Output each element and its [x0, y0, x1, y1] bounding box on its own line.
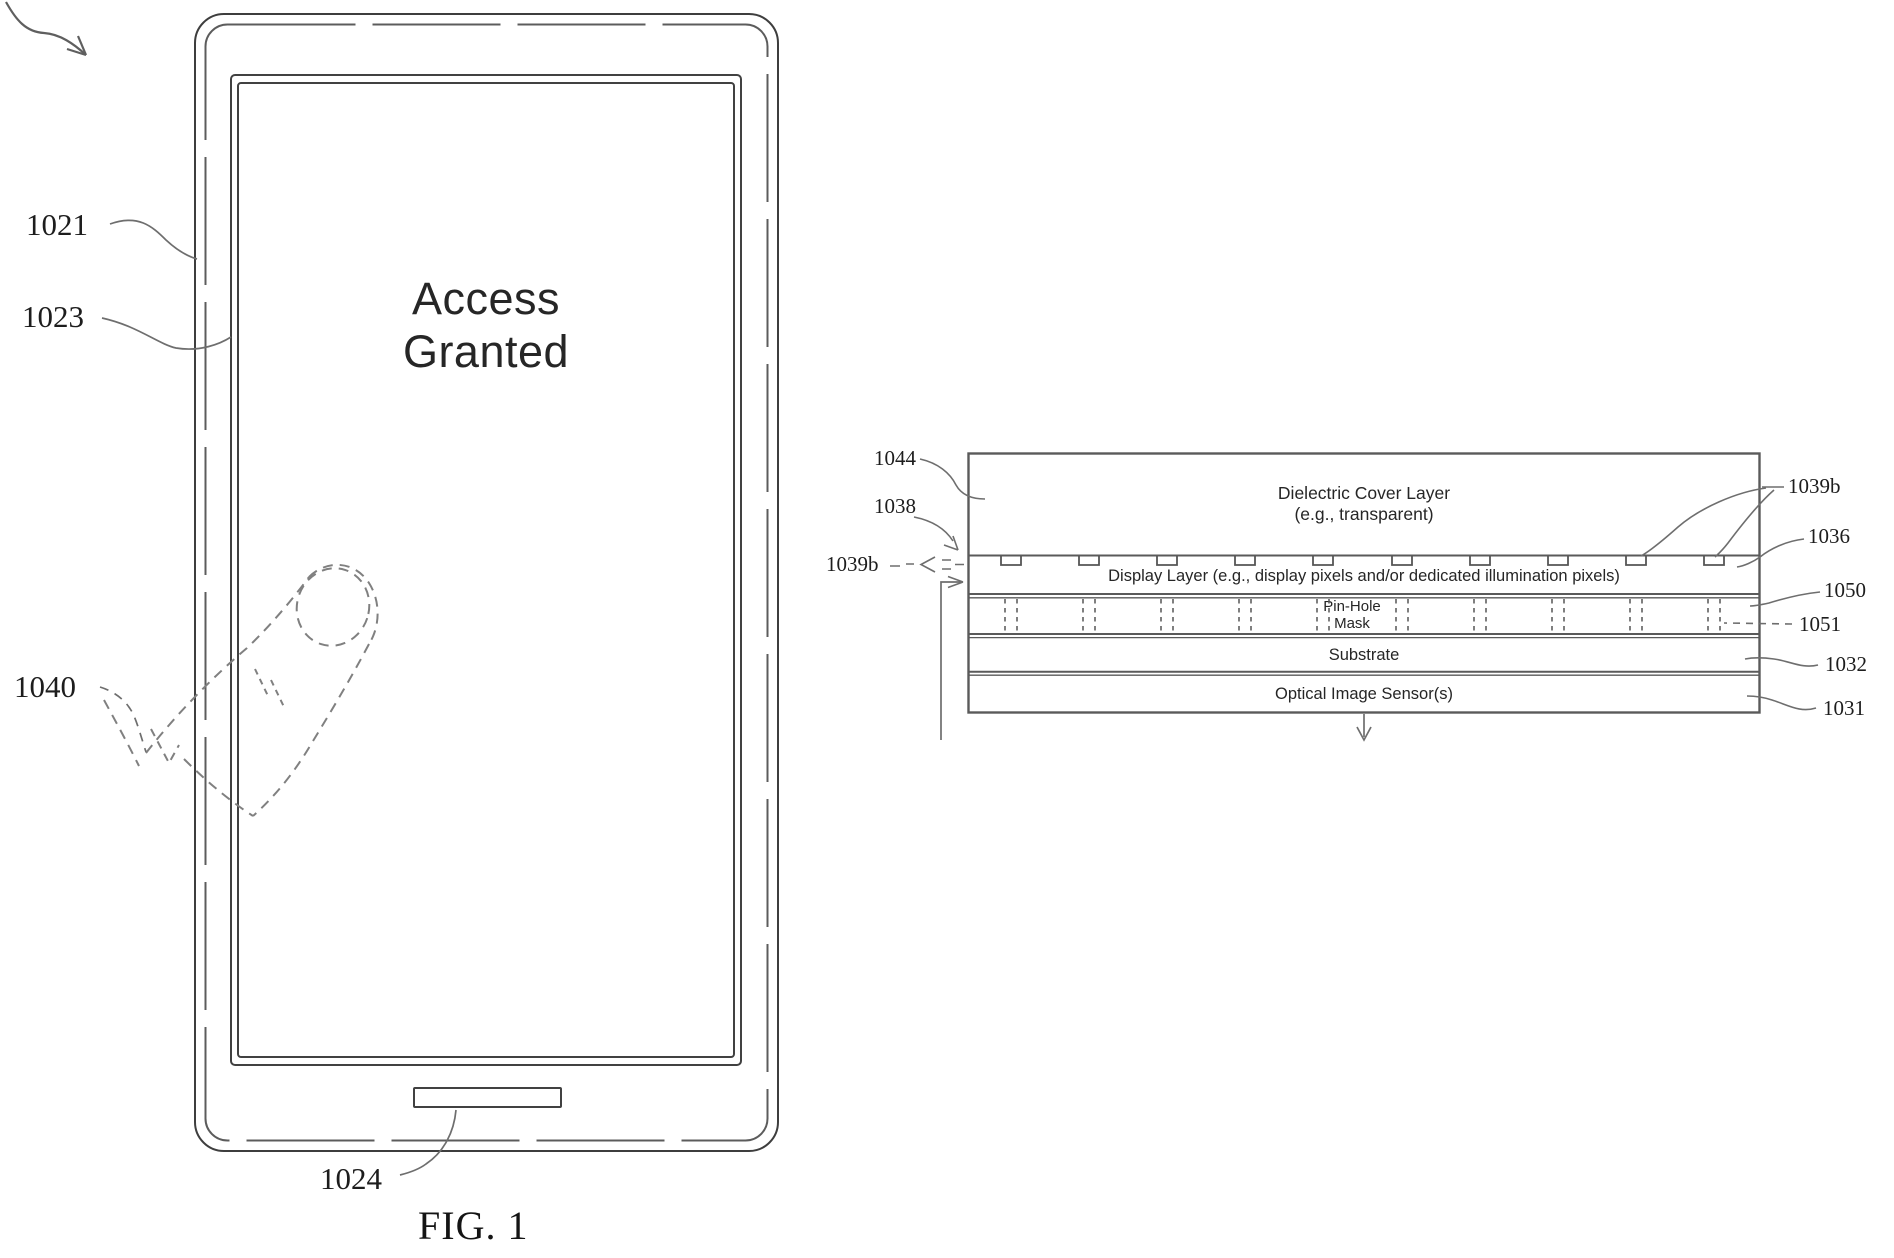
- ref-label-1021: 1021: [26, 207, 88, 242]
- ref-label-1050: 1050: [1824, 578, 1866, 602]
- ref-label-1039b-right: 1039b: [1788, 474, 1841, 498]
- leader-1021: [109, 219, 198, 260]
- ref-label-1032: 1032: [1825, 652, 1867, 676]
- leader-1038-arrowhead: [943, 535, 959, 551]
- leader-1040: [99, 686, 147, 753]
- leader-1038: [913, 516, 954, 542]
- layer-label-cover-2: (e.g., transparent): [1294, 504, 1434, 524]
- ref-label-1040: 1040: [14, 669, 76, 704]
- layer-label-display: Display Layer (e.g., display pixels and/…: [1108, 567, 1620, 585]
- ref-label-1036: 1036: [1808, 524, 1850, 548]
- layer-label-mask-1: Pin-Hole: [1323, 598, 1381, 615]
- figure-caption: FIG. 1: [418, 1203, 529, 1248]
- layer-label-cover-1: Dielectric Cover Layer: [1277, 483, 1451, 503]
- ref-label-1044: 1044: [874, 446, 916, 470]
- finger-base-zigzag: [150, 728, 180, 766]
- screen-message-line1: Access: [411, 273, 561, 324]
- ref-label-1039b-left: 1039b: [826, 552, 879, 576]
- leader-1036: [1736, 538, 1805, 568]
- figure-pointer-arrow: [5, 1, 88, 57]
- screen-message: Access Granted: [306, 272, 666, 378]
- ref-label-1038: 1038: [874, 494, 916, 518]
- ref-label-1031: 1031: [1823, 696, 1865, 720]
- sensor-output-arrow: [1356, 714, 1372, 742]
- illumination-pixel-notches: [1000, 556, 1725, 566]
- ref-label-1024: 1024: [320, 1161, 382, 1196]
- screen-message-line2: Granted: [402, 326, 570, 377]
- ref-label-1051: 1051: [1799, 612, 1841, 636]
- leader-1039b-left: [890, 559, 964, 570]
- ref-label-1023: 1023: [22, 299, 84, 334]
- phone-home-button: [413, 1087, 562, 1108]
- leader-1050: [1749, 591, 1821, 607]
- leader-1039b-left-arrowhead: [919, 556, 936, 573]
- phone-screen-inner: [237, 82, 735, 1058]
- finger-base-curve: [103, 699, 140, 767]
- layer-label-mask-2: Mask: [1334, 615, 1370, 632]
- layer-label-substrate: Substrate: [1328, 646, 1400, 664]
- layer-label-sensor: Optical Image Sensor(s): [1275, 685, 1453, 703]
